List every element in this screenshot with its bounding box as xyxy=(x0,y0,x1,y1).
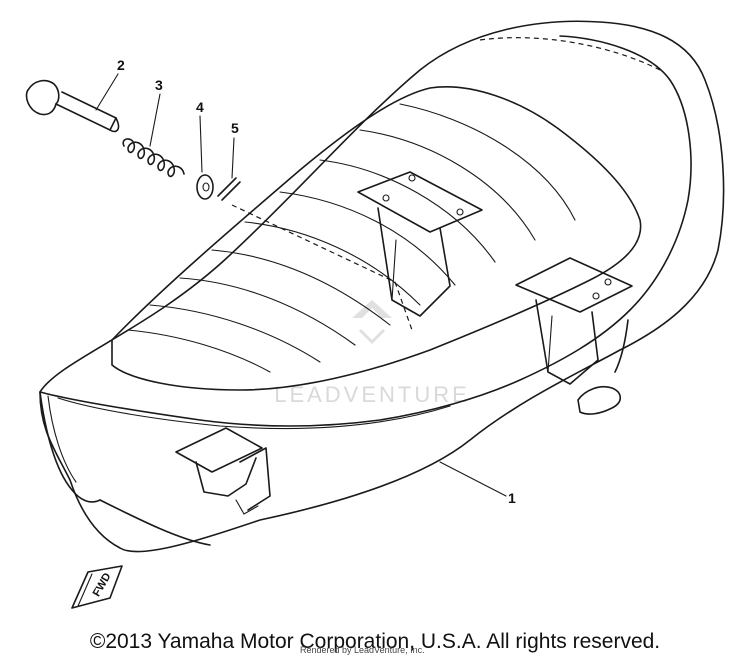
forward-direction-marker: FWD xyxy=(71,565,123,609)
forward-label: FWD xyxy=(91,571,114,599)
watermark-text: LEADVENTURE xyxy=(274,382,470,407)
part-4-washer xyxy=(196,115,214,200)
seat xyxy=(39,20,725,553)
part-1-leader xyxy=(439,461,507,497)
watermark: LEADVENTURE xyxy=(274,300,470,407)
copyright-notice: ©2013 Yamaha Motor Corporation, U.S.A. A… xyxy=(89,630,661,653)
callout-3: 3 xyxy=(155,77,163,93)
callout-2: 2 xyxy=(117,57,125,73)
render-credit: Rendered by LeadVenture, Inc. xyxy=(300,645,425,655)
part-2-pin xyxy=(25,73,120,133)
part-3-spring xyxy=(122,93,185,178)
callout-1: 1 xyxy=(508,490,516,506)
callout-5: 5 xyxy=(231,120,239,136)
callout-4: 4 xyxy=(196,99,204,115)
part-5-cotter-pin xyxy=(217,137,241,201)
